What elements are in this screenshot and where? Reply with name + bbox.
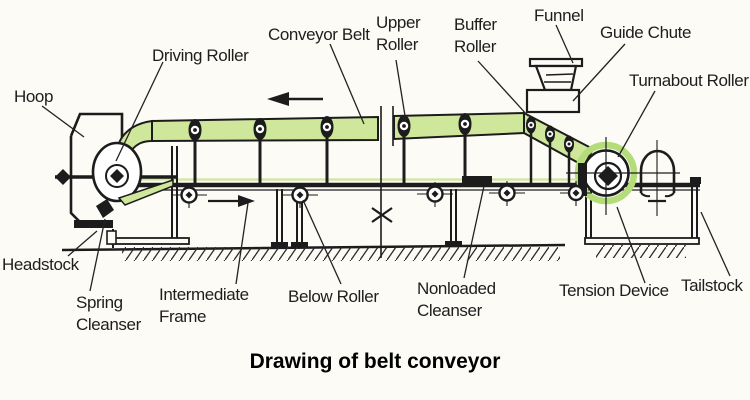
leader-line [302, 199, 342, 285]
diagram-title: Drawing of belt conveyor [249, 350, 501, 373]
leader-line [477, 60, 529, 117]
hoop-cover [69, 112, 124, 228]
nonloaded-cleanser-shape [462, 176, 492, 183]
leader-line [115, 61, 164, 162]
leader-line [616, 206, 646, 284]
buffer-roller [526, 116, 536, 183]
buffer-roller-stands [526, 116, 574, 183]
leader-line [41, 105, 85, 138]
upper-roller [397, 115, 411, 183]
leader-line [555, 24, 574, 64]
leader-lines [41, 24, 731, 292]
upper-roller-stands [188, 113, 472, 183]
upper-roller [188, 119, 202, 183]
below-roller [282, 183, 318, 208]
label-funnel: Funnel [534, 6, 584, 25]
return-direction-arrow [208, 195, 255, 207]
below-roller [489, 181, 525, 206]
below-rollers [171, 181, 592, 208]
buffer-roller [545, 125, 555, 183]
spring-cleanser-shape [96, 199, 114, 218]
label-intermediate-frame: Intermediate Frame [159, 285, 249, 327]
leader-line [329, 43, 365, 125]
below-roller [417, 182, 453, 207]
guide-chute-shape [525, 88, 581, 114]
label-below-roller: Below Roller [288, 287, 379, 306]
label-driving-roller: Driving Roller [152, 46, 249, 65]
turnabout-roller-shape [566, 137, 680, 215]
leader-line [235, 202, 249, 285]
leader-line [89, 218, 106, 292]
label-tension-device: Tension Device [559, 281, 669, 300]
leader-line [572, 43, 626, 102]
label-nonloaded-cleanser: Nonloaded Cleanser [417, 279, 496, 321]
label-turnabout-roller: Turnabout Roller [629, 71, 749, 90]
label-headstock: Headstock [2, 255, 79, 274]
upper-roller [320, 116, 334, 183]
label-guide-chute: Guide Chute [600, 23, 692, 42]
belt-break-line [371, 106, 394, 258]
leader-line [700, 211, 731, 277]
conveyor-belt-top [117, 111, 595, 168]
label-conveyor-belt: Conveyor Belt [268, 25, 370, 44]
upper-roller [458, 113, 472, 183]
label-upper-roller: Upper Roller [376, 13, 421, 55]
leader-line [67, 230, 98, 257]
label-buffer-roller: Buffer Roller [454, 15, 497, 57]
upper-roller [253, 118, 267, 183]
belt-direction-arrow [267, 92, 323, 106]
funnel-shape [528, 57, 584, 92]
ground-hatching [61, 243, 686, 261]
below-roller [171, 183, 207, 208]
label-tailstock: Tailstock [681, 276, 743, 295]
leader-line [463, 185, 485, 279]
label-spring-cleanser: Spring Cleanser [76, 293, 141, 335]
leader-line [617, 90, 656, 158]
label-hoop: Hoop [14, 87, 54, 106]
below-roller [560, 181, 592, 206]
driving-roller-shape [91, 141, 174, 206]
leader-line [395, 59, 407, 123]
buffer-roller [564, 135, 574, 183]
tension-device-shape [639, 140, 676, 216]
